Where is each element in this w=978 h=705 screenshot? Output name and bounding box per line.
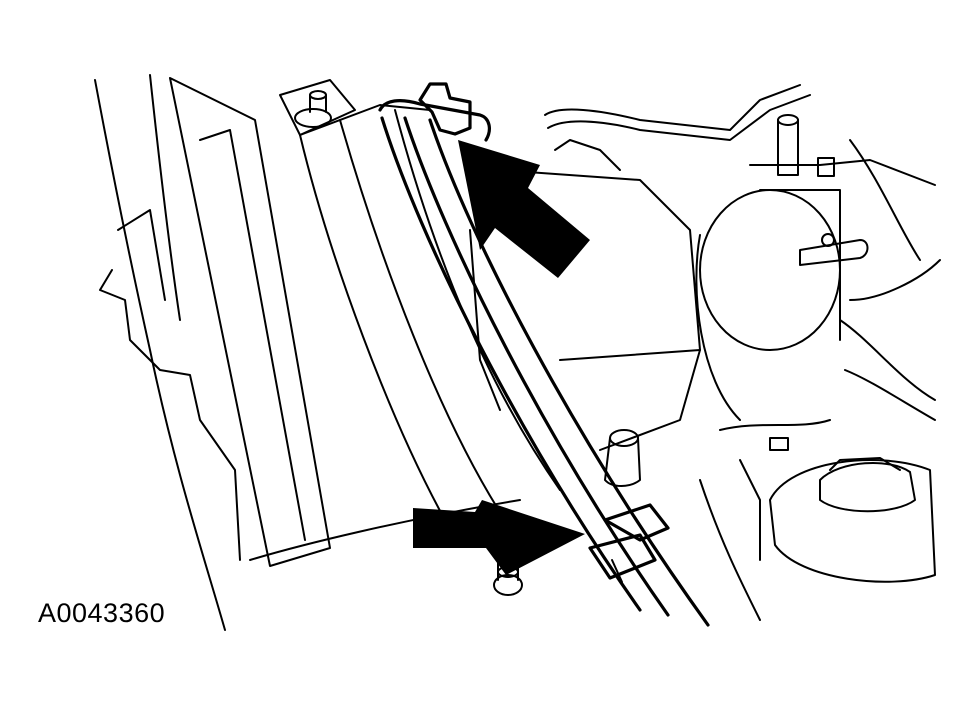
reservoir-cap bbox=[769, 457, 936, 583]
upper-retainer-clip bbox=[418, 82, 472, 136]
arrow-lower-pointer bbox=[413, 500, 585, 575]
lower-right-hoses bbox=[699, 369, 936, 621]
fender-panel bbox=[94, 74, 331, 631]
bolt-upper-left bbox=[294, 90, 332, 128]
hose-fitting bbox=[604, 429, 641, 487]
component-housing bbox=[695, 114, 869, 421]
upper-right-tubing bbox=[544, 84, 941, 401]
lower-retainer-clip bbox=[588, 503, 670, 583]
air-box bbox=[469, 139, 701, 451]
figure-id-label: A0043360 bbox=[38, 598, 166, 628]
arrow-upper-pointer bbox=[458, 140, 590, 278]
radiator-shroud bbox=[249, 79, 561, 561]
